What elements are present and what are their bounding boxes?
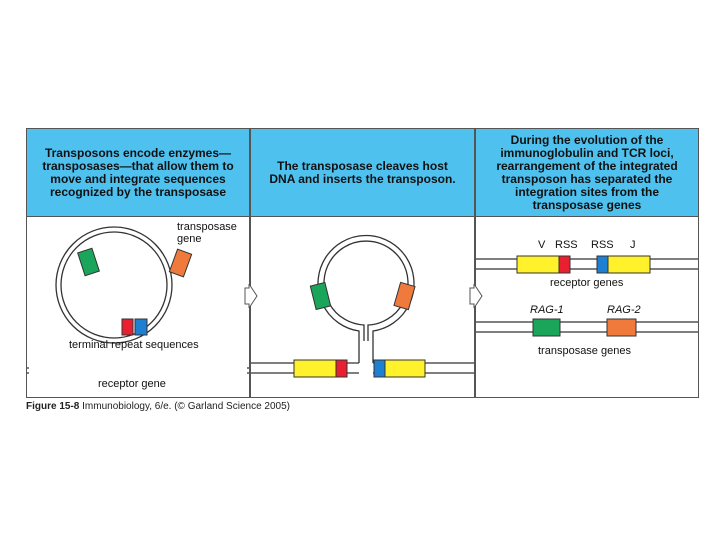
evolution-diagram: V RSS RSS J receptor genes RAG-1 RAG-2 t… (476, 239, 698, 357)
panel-insertion: The transposase cleaves host DNA and ins… (250, 128, 475, 398)
rag1-label: RAG-1 (530, 304, 564, 316)
receptor-gene-label: receptor gene (98, 378, 166, 390)
transposase-genes-label: transposase genes (538, 345, 631, 357)
blue-repeat-box (373, 359, 386, 378)
panel-header: During the evolution of the immunoglobul… (476, 129, 698, 217)
arrow-right-icon (244, 284, 258, 308)
red-repeat-box (335, 359, 348, 378)
receptor-gene-box (29, 365, 247, 375)
green-gene-box (77, 247, 100, 277)
rss-left-label: RSS (555, 239, 578, 251)
v-label: V (538, 239, 546, 251)
rss-right-label: RSS (591, 239, 614, 251)
rag1-box (532, 318, 561, 337)
orange-gene-box (393, 281, 416, 311)
panel-header: The transposase cleaves host DNA and ins… (251, 129, 474, 217)
panel-header-text: During the evolution of the immunoglobul… (496, 132, 678, 212)
receptor-genes-label: receptor genes (550, 277, 624, 289)
red-repeat-box (121, 318, 134, 336)
orange-gene-box (168, 248, 193, 278)
panel-transposon: Transposons encode enzymes— transposases… (26, 128, 250, 398)
panel-header: Transposons encode enzymes— transposases… (27, 129, 249, 217)
j-segment-box (607, 255, 651, 274)
yellow-segment-left (293, 359, 337, 378)
yellow-segment-right (384, 359, 426, 378)
panel-header-text: Transposons encode enzymes— transposases… (42, 145, 234, 199)
red-rss-box (558, 255, 571, 274)
arrow-right-icon (469, 284, 483, 308)
figure-caption: Figure 15-8 Immunobiology, 6/e. (© Garla… (26, 401, 290, 412)
blue-rss-box (596, 255, 609, 274)
blue-repeat-box (134, 318, 148, 336)
caption-text: Immunobiology, 6/e. (© Garland Science 2… (79, 401, 290, 412)
j-label: J (630, 239, 636, 251)
insertion-diagram (251, 234, 474, 378)
panel-header-text: The transposase cleaves host DNA and ins… (269, 158, 456, 186)
rag2-label: RAG-2 (607, 304, 641, 316)
panel-evolution: During the evolution of the immunoglobul… (475, 128, 699, 398)
figure-number: Figure 15-8 (26, 401, 80, 412)
terminal-repeat-label: terminal repeat sequences (69, 339, 199, 351)
v-segment-box (516, 255, 560, 274)
green-gene-box (309, 281, 332, 311)
rag2-box (606, 318, 637, 337)
